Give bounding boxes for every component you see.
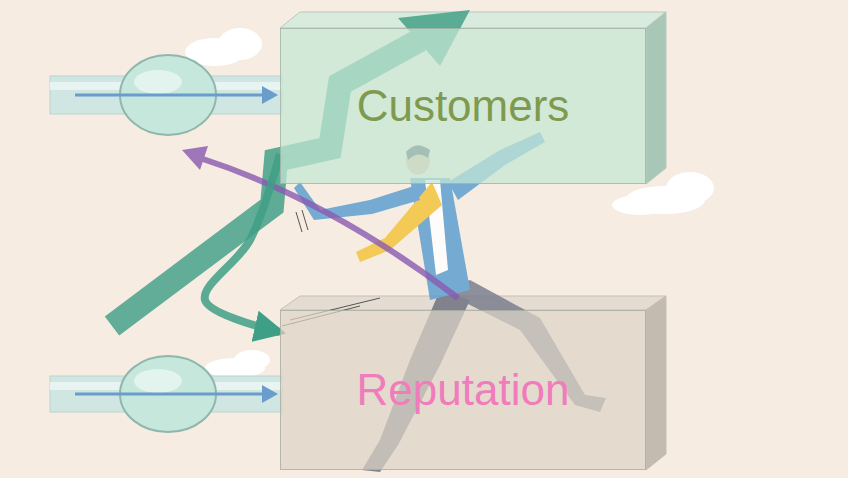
- motion-lines: [282, 210, 380, 326]
- box-label: Customers: [357, 81, 570, 131]
- box-faces: [280, 12, 666, 470]
- connector-arrow: [205, 154, 280, 332]
- box-label: Reputation: [357, 365, 570, 415]
- process-box: Reputation: [280, 310, 646, 470]
- pipe-valve: [50, 55, 282, 432]
- process-box: Customers: [280, 28, 646, 184]
